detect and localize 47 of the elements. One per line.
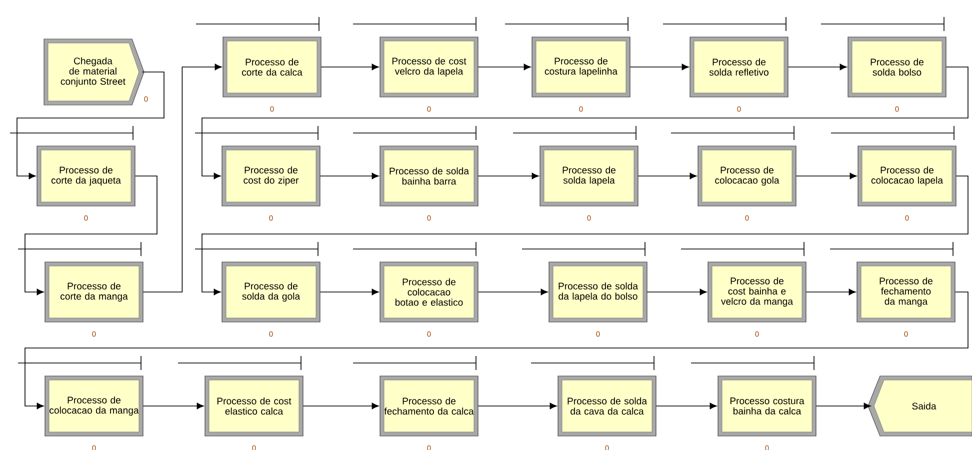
process-box: Processo de solda da lapela do bolso [548,262,648,322]
process-box: Processo de colocacao botao e elastico [380,262,478,322]
connector [788,64,847,70]
exit-module: Saida [868,376,972,436]
connector [816,402,871,410]
connector [142,64,222,292]
process-box: Processo de colocacao da manga [44,376,144,436]
connector [478,64,531,70]
connector [16,72,164,180]
arrival-module: Chegada de material conjunto Street [44,38,144,106]
connector [320,64,379,70]
connector [302,402,379,410]
connector [806,288,856,296]
process-box: Processo de solda da cava da calca [558,376,656,436]
process-box: Processo de fechamento da manga [856,262,956,322]
connector [320,288,379,296]
connector [478,402,557,410]
process-box: Processo de solda refletivo [690,36,788,98]
process-box: Processo costura bainha da calca [718,376,816,436]
process-box: Processo de cost velcro da lapela [380,36,478,98]
process-box: Processo de solda da gola [222,262,320,322]
process-box: Processo de cost bainha e velcro da manga [708,262,806,322]
process-box: Processo de costura lapelinha [532,36,630,98]
connector [202,66,968,180]
connector [142,402,204,410]
connector [202,176,968,296]
connector [24,176,158,296]
process-box: Processo de cost elastico calca [204,376,304,436]
process-box: Processo de solda bainha barra [380,146,478,206]
connector [478,172,539,180]
connector [630,64,689,70]
connector [656,402,717,410]
process-box: Processo de solda lapela [540,146,638,206]
connector [638,172,697,180]
connector [478,288,548,296]
connector [646,288,707,296]
process-box: Processo de cost do ziper [222,146,320,206]
connector [24,292,968,410]
process-box: Processo de fechamento da calca [380,376,478,436]
process-box: Processo de corte da manga [44,262,144,322]
process-box: Processo de solda bolso [848,36,946,98]
process-box: Processo de colocacao gola [698,146,796,206]
process-box: Processo de corte da calca [222,36,322,98]
connector [320,172,379,180]
connector [796,172,857,180]
process-box: Processo de corte da jaqueta [36,146,136,206]
process-box: Processo de colocacao lapela [858,146,956,206]
